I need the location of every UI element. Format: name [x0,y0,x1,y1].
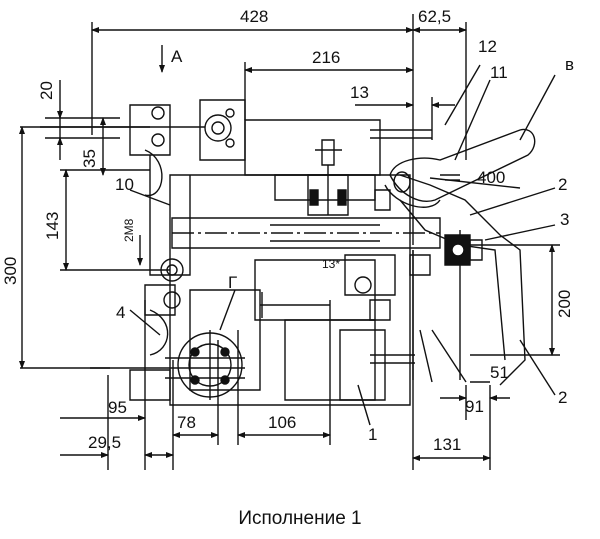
dim-106: 106 [268,413,296,432]
drawing-caption: Исполнение 1 [238,508,362,529]
dim-20: 20 [37,81,56,100]
dim-13: 13 [350,83,369,102]
dim-95: 95 [108,398,127,417]
fitting-circle-left [161,259,183,281]
handle [390,129,535,201]
dim-216: 216 [312,48,340,67]
dim-300: 300 [1,257,20,285]
dim-35: 35 [80,149,99,168]
dim-131: 131 [433,435,461,454]
callout-3: 3 [560,210,569,229]
callout-12: 12 [478,37,497,56]
dim-51: 51 [490,363,509,382]
dim-200: 200 [555,290,574,318]
callout-4: 4 [116,303,125,322]
dim-13-star: 13* [322,257,340,271]
callout-v: в [565,55,574,74]
dim-91: 91 [465,397,484,416]
callout-2-bottom: 2 [558,388,567,407]
arc-chute-frame [400,175,525,385]
callout-1: 1 [368,425,377,444]
callout-10: 10 [115,175,134,194]
view-label-a: А [171,47,183,66]
callout-g: Г [228,273,237,292]
dim-428: 428 [240,7,268,26]
dim-400: 400 [477,168,505,187]
dim-78: 78 [177,413,196,432]
dim-29-5: 29,5 [88,433,121,452]
dim-143: 143 [43,212,62,240]
callout-2-top: 2 [558,175,567,194]
dim-62-5: 62,5 [418,7,451,26]
callout-11: 11 [490,63,508,82]
dim-line-400 [430,178,520,188]
dim-2m8: 2М8 [122,218,136,242]
